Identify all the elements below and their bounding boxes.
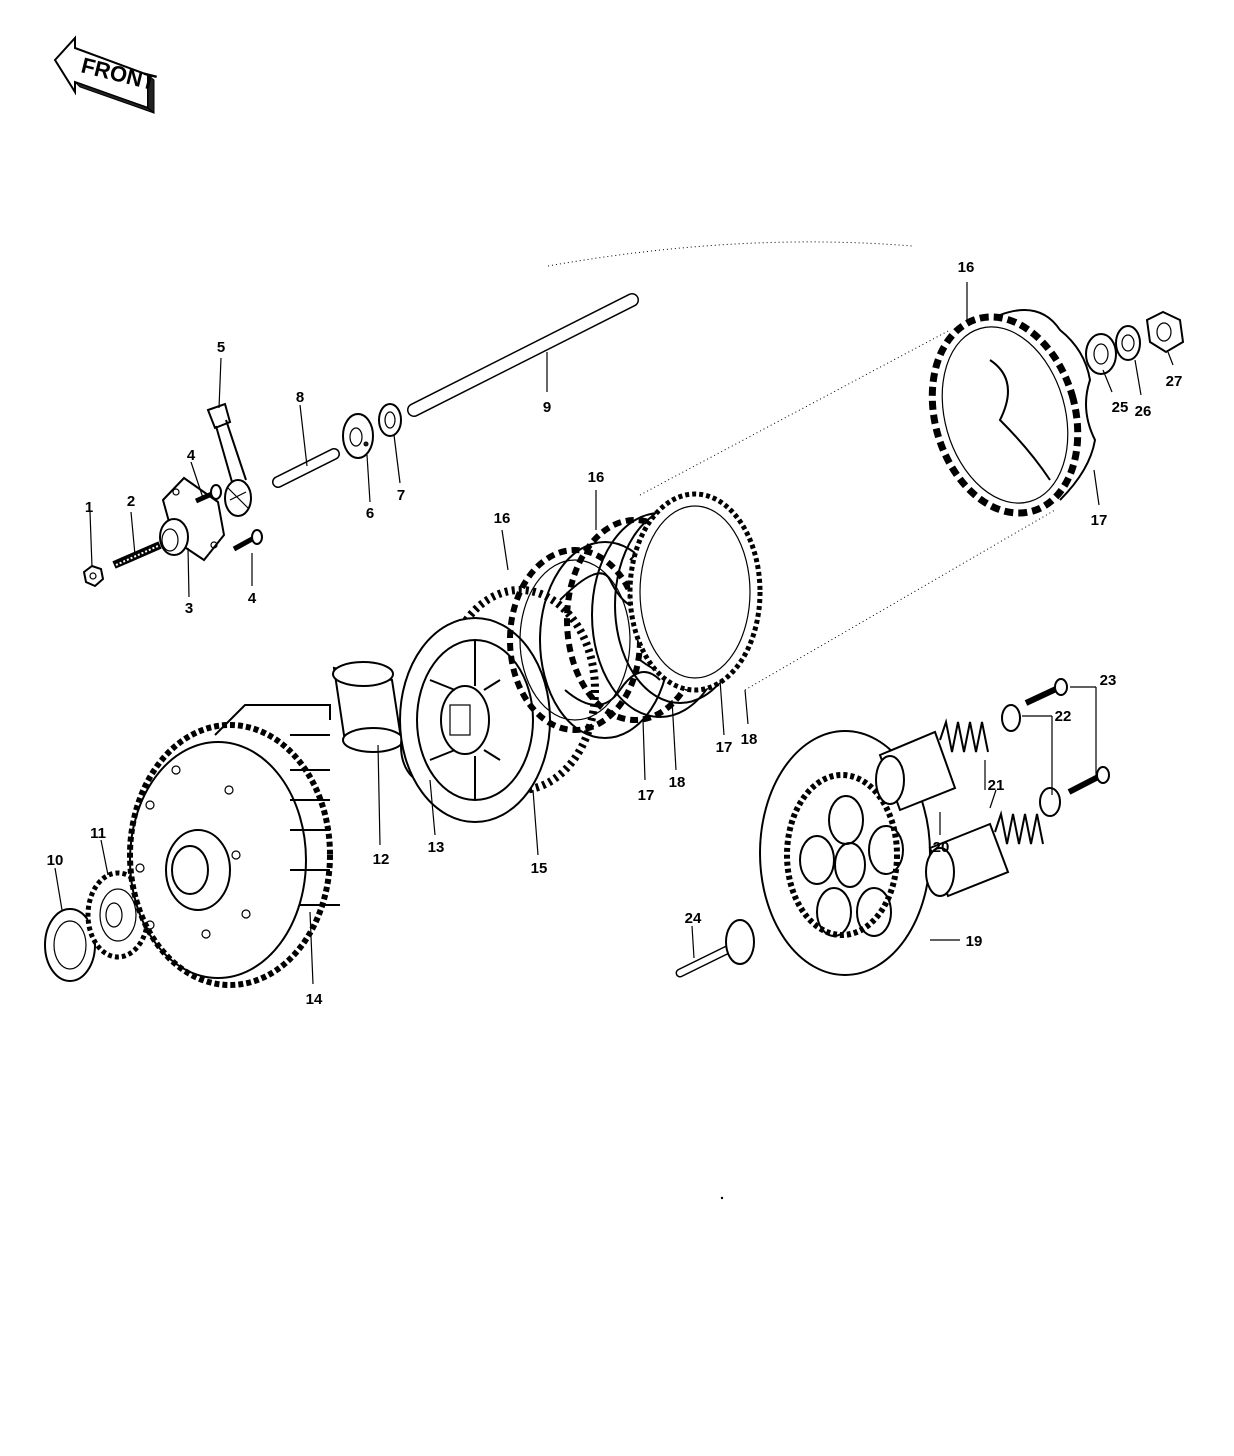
part-7-washer [378,403,402,437]
callout-9: 9 [543,399,551,416]
part-20-spring-holder-upper [875,730,957,812]
callout-23: 23 [1100,672,1117,689]
callout-8: 8 [296,389,304,406]
callout-17-middle: 17 [716,739,733,756]
callout-13: 13 [428,839,445,856]
part-24-push-rod-end [675,919,755,978]
callout-25: 25 [1112,399,1129,416]
callout-11: 11 [90,825,106,842]
callout-4-lower: 4 [248,590,257,607]
part-12-sleeve [332,661,404,753]
part-20-spring-holder-lower [925,822,1010,898]
callout-21: 21 [988,777,1005,794]
callout-16-middle: 16 [588,469,605,486]
callout-22: 22 [1055,708,1072,725]
assembly-guide-lines [639,329,1056,691]
callout-20: 20 [933,839,950,856]
stray-dot [720,1196,724,1200]
part-27-nut [1145,310,1185,354]
part-22-washer-upper [1001,704,1021,732]
leader-lines [54,282,1174,985]
part-26-washer [1115,325,1141,361]
callout-6: 6 [366,505,374,522]
callout-27: 27 [1166,373,1183,390]
front-arrow-icon: FRONT [53,35,159,115]
part-1-nut [82,564,105,588]
callout-14: 14 [306,991,323,1008]
guide-line [547,241,913,267]
part-22-washer-lower [1039,787,1061,817]
callout-24: 24 [685,910,702,927]
part-25-washer [1085,333,1117,375]
part-16-friction-plate-top [928,313,1082,517]
callout-10: 10 [47,852,64,869]
part-9-push-rod [407,293,639,417]
callout-16-top: 16 [958,259,975,276]
callout-19: 19 [966,933,983,950]
callout-2: 2 [127,493,135,510]
part-8-pin [272,448,340,488]
part-23-bolt-lower [1067,766,1110,795]
part-10-thrust-washer [44,908,96,982]
callout-26: 26 [1135,403,1152,420]
part-21-spring-lower [994,810,1044,845]
callout-18-rear: 18 [741,731,758,748]
callout-12: 12 [373,851,390,868]
part-3-release-housing [159,476,226,562]
part-21-spring-upper [939,718,989,753]
part-18-plate-rear [627,491,763,693]
callout-1: 1 [85,499,93,516]
part-2-stud-bolt [112,541,162,569]
part-4-screw-lower [232,529,263,552]
part-4-screw-upper [194,484,222,504]
callout-3: 3 [185,600,193,617]
callout-5: 5 [217,339,225,356]
callout-7: 7 [397,487,405,504]
part-14-clutch-housing [127,704,340,988]
part-17-steel-plate-top [989,309,1097,501]
callout-15: 15 [531,860,548,877]
part-5-release-lever [206,402,252,517]
part-23-bolt-upper [1024,678,1068,706]
callout-17-front: 17 [638,787,655,804]
callout-4-upper: 4 [187,447,196,464]
callout-17-top: 17 [1091,512,1108,529]
callout-16-front: 16 [494,510,511,527]
callout-18-front: 18 [669,774,686,791]
part-6-bearing [342,413,374,459]
